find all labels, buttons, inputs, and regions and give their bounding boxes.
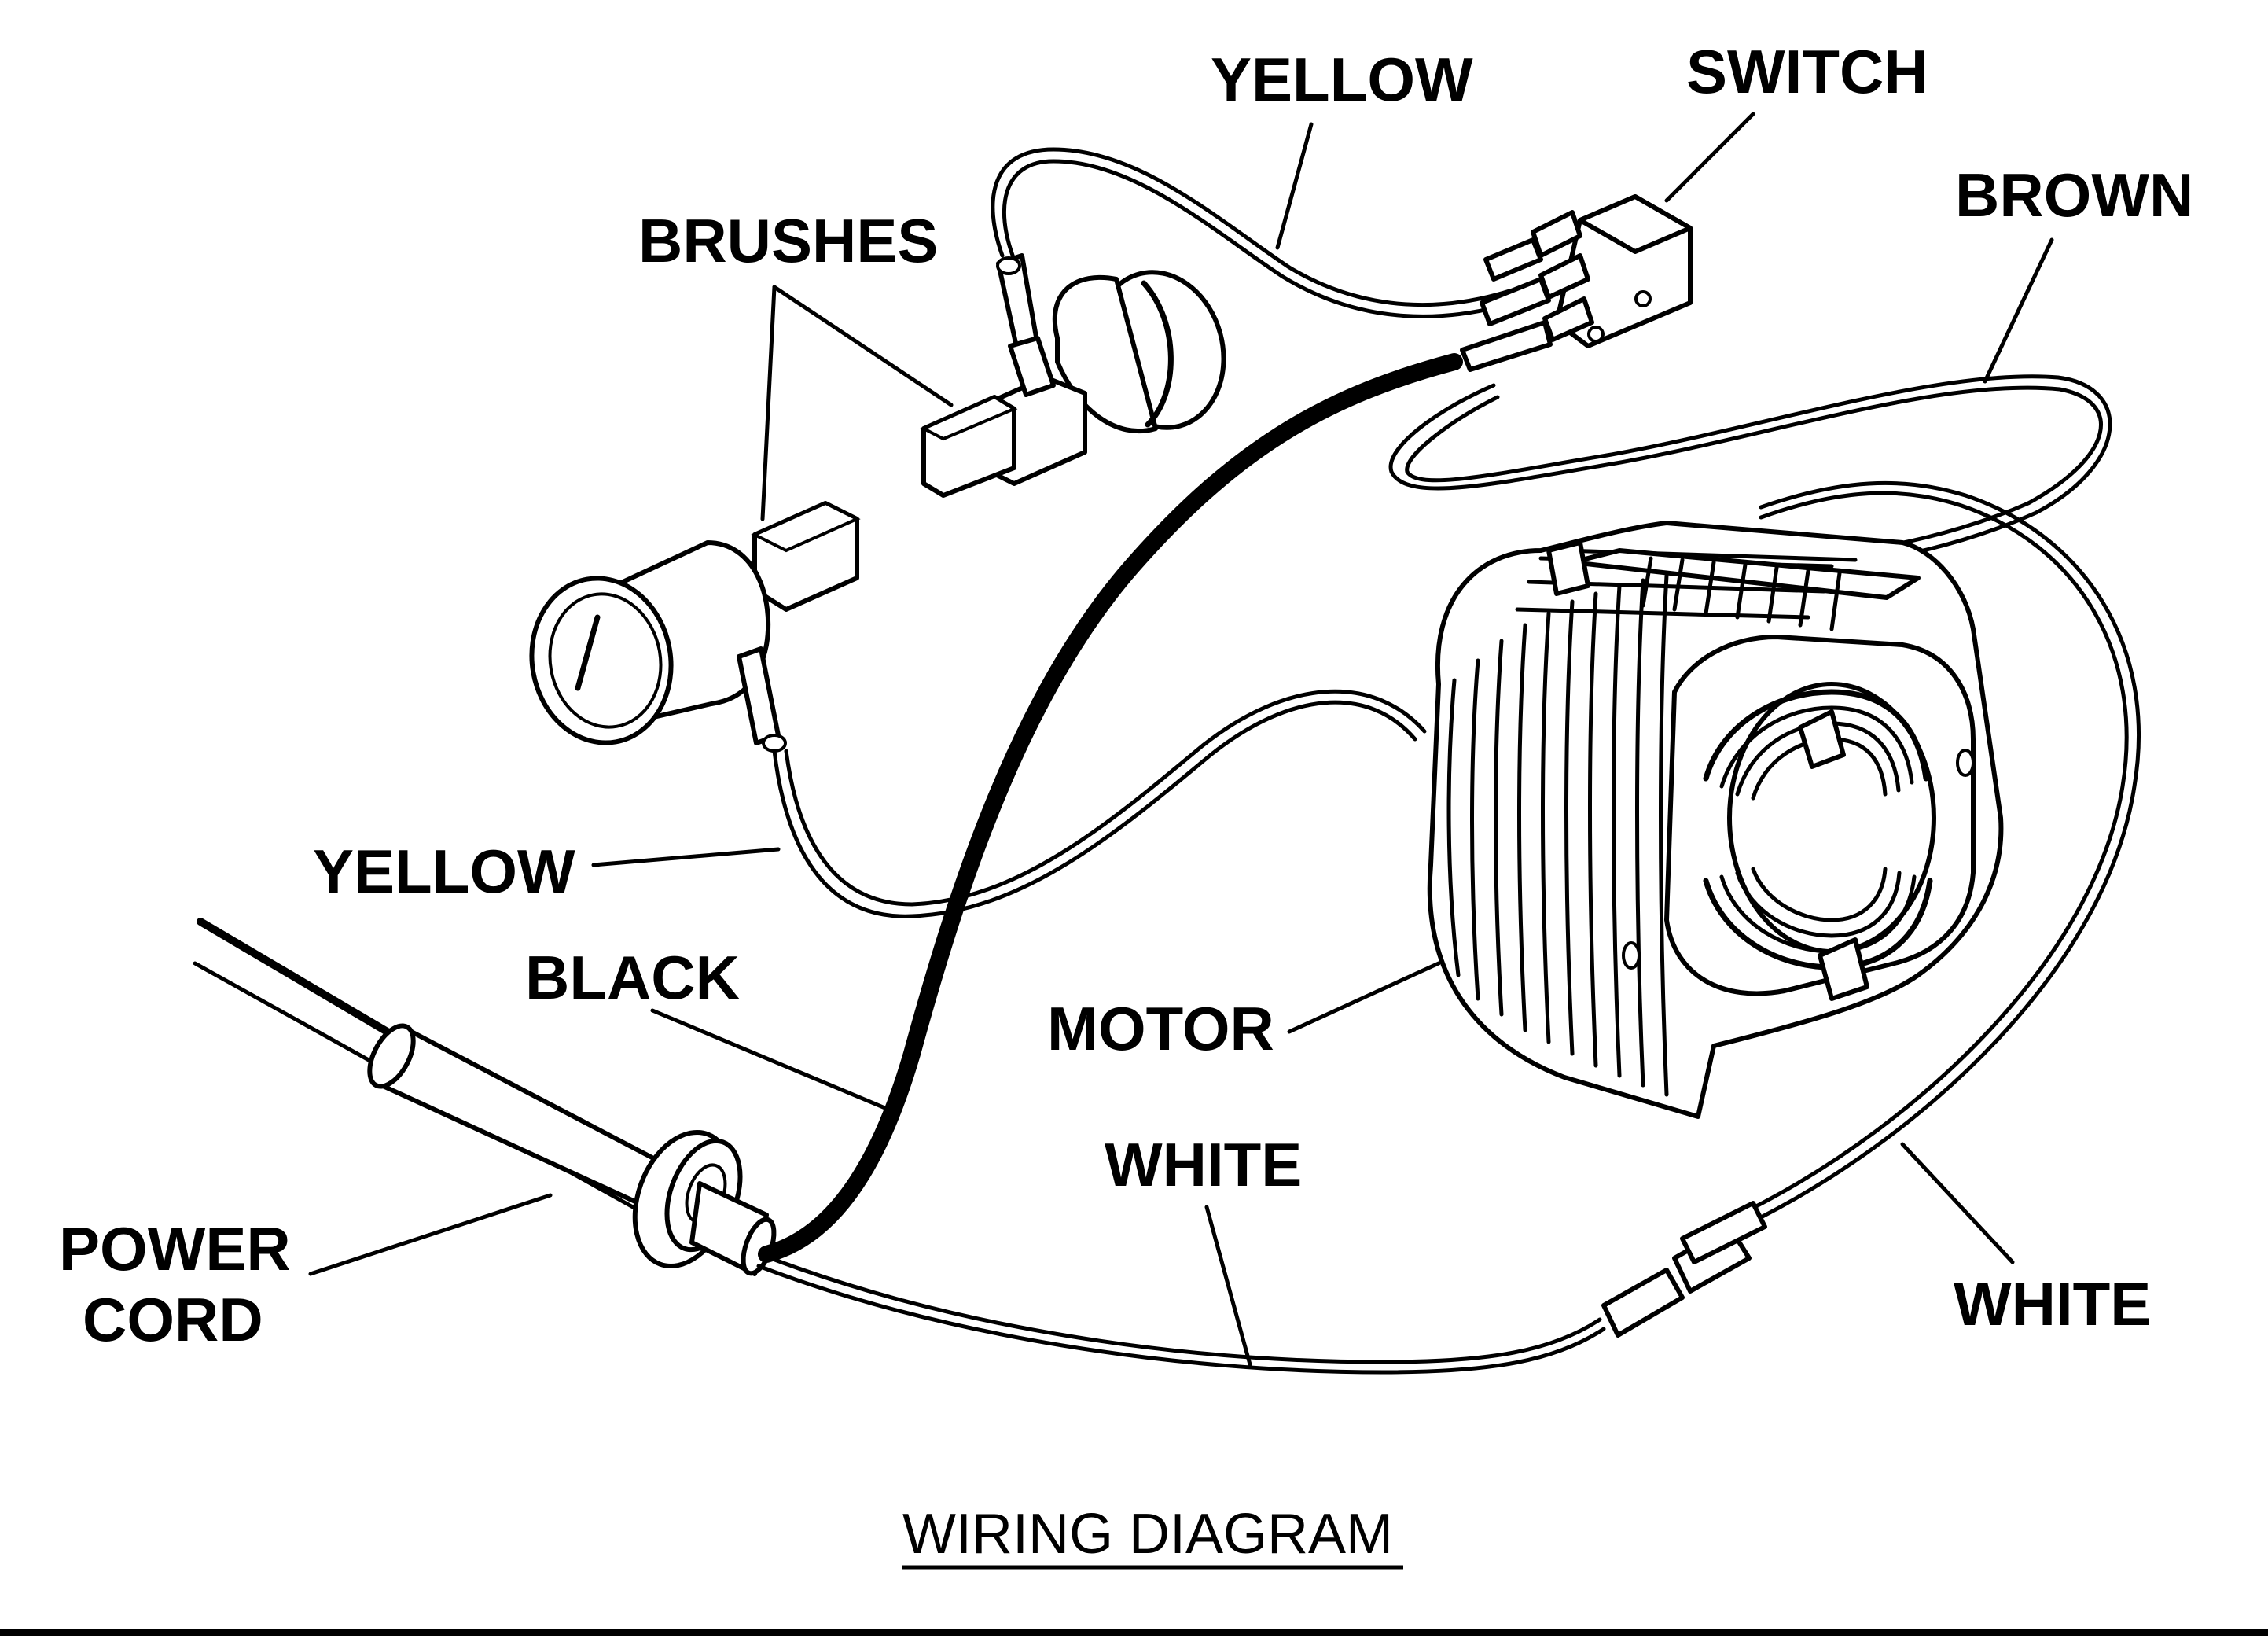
label-power-cord-line2: CORD (83, 1285, 263, 1354)
yellow-wire-lower (772, 689, 1427, 918)
label-yellow-top: YELLOW (1211, 45, 1473, 114)
yellow-wire-top (991, 147, 1516, 318)
switch (1460, 194, 1693, 372)
label-yellow-left: YELLOW (313, 837, 575, 906)
brown-wire (1388, 374, 2112, 569)
white-wire-right (1752, 480, 2141, 1220)
label-brushes: BRUSHES (638, 206, 938, 275)
motor (1427, 521, 2004, 1119)
brush-top (920, 253, 1226, 498)
label-white-right: WHITE (1954, 1269, 2151, 1338)
white-wire-lower (756, 1201, 1767, 1375)
power-cord (193, 918, 777, 1276)
leader-lines (308, 112, 2054, 1367)
black-wire (758, 353, 1463, 1263)
label-brown: BROWN (1955, 160, 2193, 230)
label-switch: SWITCH (1686, 37, 1928, 106)
brush-left (529, 501, 861, 753)
label-black: BLACK (525, 943, 740, 1012)
label-motor: MOTOR (1047, 994, 1274, 1063)
label-power-cord-line1: POWER (59, 1214, 291, 1283)
diagram-title: WIRING DIAGRAM (902, 1503, 1393, 1566)
bottom-rule (0, 1629, 2268, 1636)
label-white-mid: WHITE (1105, 1130, 1302, 1199)
